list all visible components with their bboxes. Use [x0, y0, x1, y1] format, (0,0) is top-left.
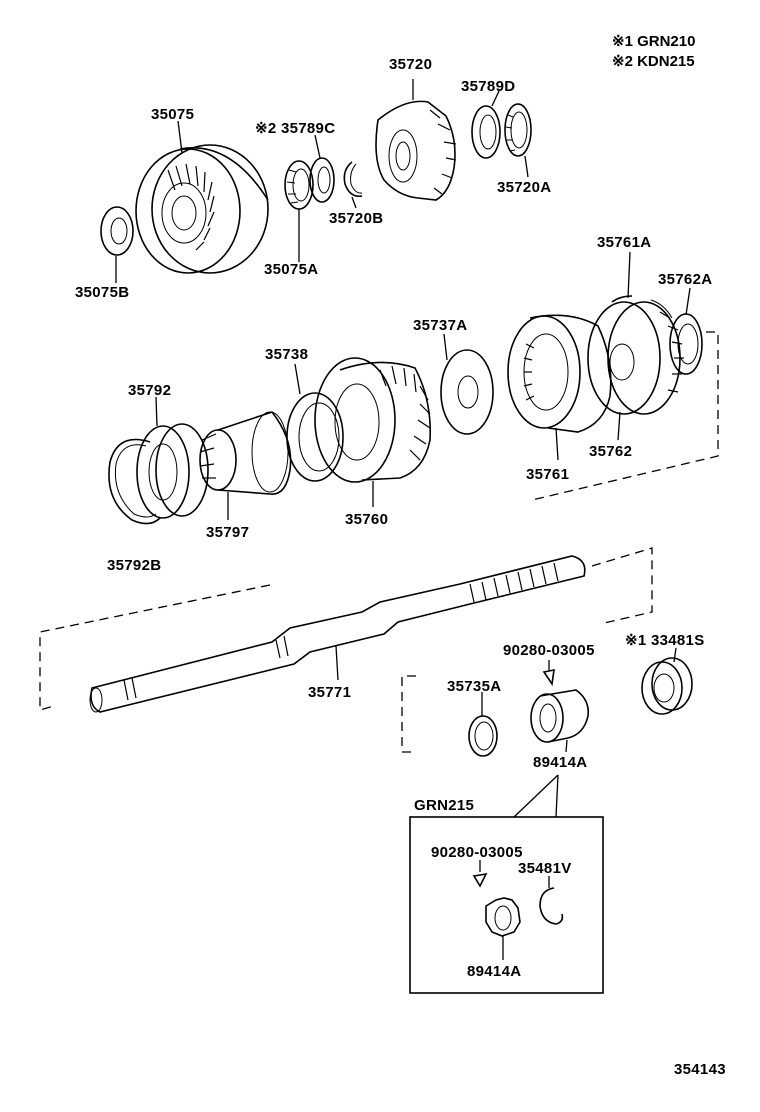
part-35720A-bearing[interactable] [504, 103, 532, 157]
label-35720B: 35720B [329, 210, 383, 227]
label-35075: 35075 [151, 106, 194, 123]
part-35075B-washer[interactable] [100, 206, 134, 256]
part-35075A-bearing[interactable] [284, 160, 314, 210]
label-35075B: 35075B [75, 284, 129, 301]
figure-id: 354143 [674, 1061, 726, 1078]
label-35789D: 35789D [461, 78, 515, 95]
part-89414A-rotor-box[interactable] [485, 897, 521, 960]
part-35792B-snap-ring[interactable] [108, 438, 161, 525]
part-35761A-snap-ring[interactable] [611, 251, 633, 303]
part-35735A-ring[interactable] [468, 692, 498, 757]
assembly-bracket-left [39, 584, 271, 711]
part-35720-carrier[interactable] [375, 79, 457, 201]
label-35792B: 35792B [107, 557, 161, 574]
label-35738: 35738 [265, 346, 308, 363]
model-note-2: ※2 KDN215 [612, 53, 695, 70]
label-35761: 35761 [526, 466, 569, 483]
part-35762-hub[interactable] [587, 301, 684, 441]
label-89414A-top: 89414A [533, 754, 587, 771]
grn215-callout-leader [513, 774, 559, 818]
part-35797-sun-gear[interactable] [199, 411, 292, 520]
part-90280-03005-key[interactable] [542, 660, 555, 687]
part-35792-clutch[interactable] [136, 396, 209, 519]
label-35735A: 35735A [447, 678, 501, 695]
label-35075A: 35075A [264, 261, 318, 278]
label-90280-03005-box: 90280-03005 [431, 844, 523, 861]
label-35762A: 35762A [658, 271, 712, 288]
label-35737A: 35737A [413, 317, 467, 334]
label-35720A: 35720A [497, 179, 551, 196]
assembly-bracket-lower [401, 675, 416, 753]
part-89414A-rotor[interactable] [530, 689, 590, 753]
label-90280-03005-top: 90280-03005 [503, 642, 595, 659]
grn215-box [409, 816, 604, 994]
part-35481V-snap-ring[interactable] [539, 876, 564, 925]
label-89414A-box: 89414A [467, 963, 521, 980]
assembly-bracket-shaft-right [591, 547, 653, 625]
label-35481V: 35481V [518, 860, 572, 877]
grn215-box-title: GRN215 [414, 797, 474, 814]
shaft-splines [123, 562, 559, 701]
label-35771: 35771 [308, 684, 351, 701]
part-35762A-bearing[interactable] [650, 287, 703, 375]
part-35789D-race[interactable] [471, 105, 501, 159]
label-35762: 35762 [589, 443, 632, 460]
carrier-gear-teeth [429, 109, 457, 195]
label-33481S: ※1 33481S [625, 632, 705, 649]
label-35720: 35720 [389, 56, 432, 73]
part-35720B-snap-ring[interactable] [343, 161, 363, 198]
part-90280-03005-key-box[interactable] [472, 860, 488, 888]
part-35771-shaft[interactable] [89, 555, 586, 713]
part-35075-clutch-drum[interactable] [135, 144, 269, 274]
label-35789C: ※2 35789C [255, 120, 335, 137]
drum-inner-splines [523, 343, 535, 401]
part-33481S[interactable] [641, 647, 693, 715]
label-35797: 35797 [206, 524, 249, 541]
assembly-bracket-right [531, 331, 719, 501]
ring-gear-teeth [379, 365, 431, 461]
sun-gear-splines [199, 433, 217, 479]
part-35760-ring-gear[interactable] [314, 357, 432, 507]
label-35760: 35760 [345, 511, 388, 528]
model-note-1: ※1 GRN210 [612, 33, 695, 50]
part-35761-drum[interactable] [507, 314, 612, 461]
label-35792: 35792 [128, 382, 171, 399]
part-35738-race[interactable] [286, 363, 344, 482]
drum-spline-lines [167, 163, 215, 251]
label-35761A: 35761A [597, 234, 651, 251]
part-35737A-washer[interactable] [440, 333, 494, 435]
part-35789C-race[interactable] [309, 157, 335, 203]
